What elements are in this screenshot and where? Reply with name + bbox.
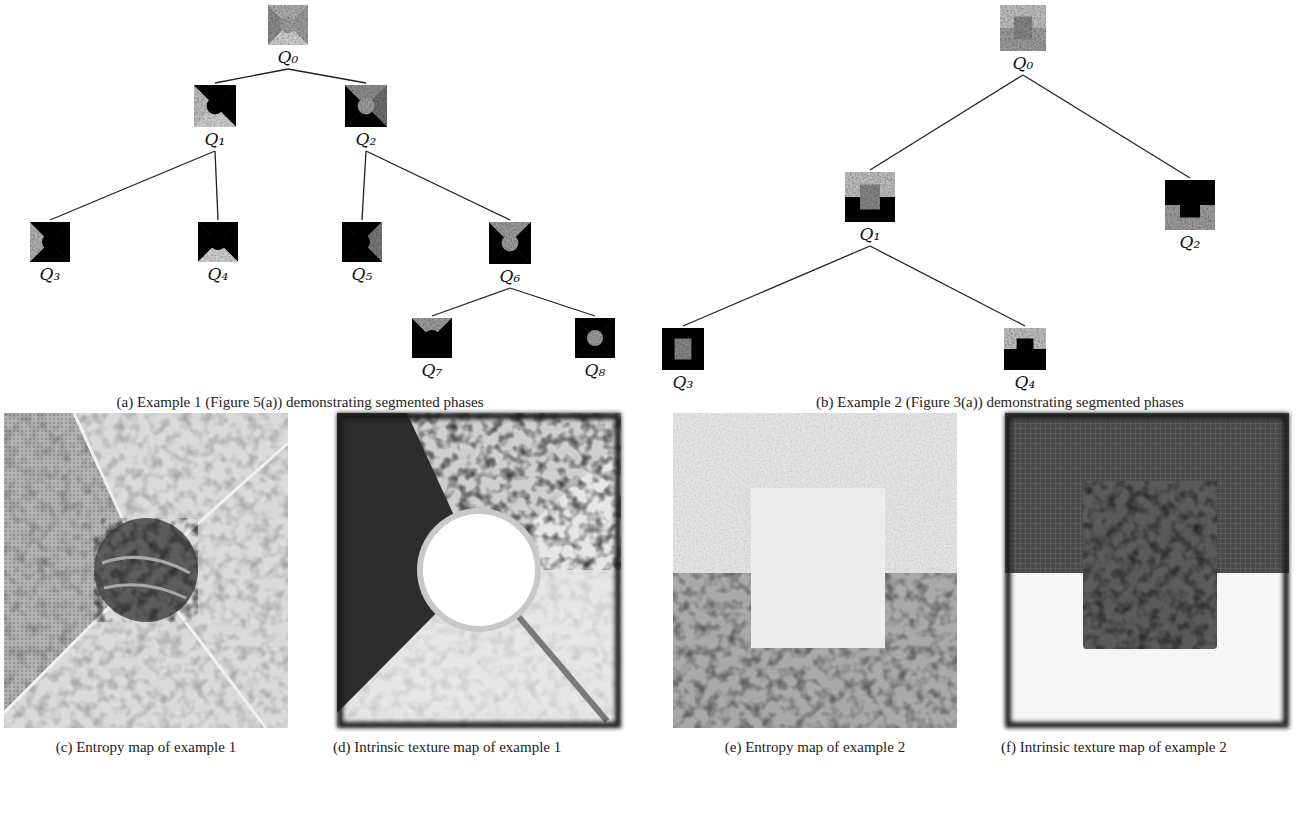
- segment-thumbnail: [30, 222, 70, 262]
- map-frame: [340, 416, 618, 725]
- segment-thumbnail: [194, 85, 236, 127]
- thumb-texture: [194, 85, 236, 127]
- segment-thumbnail: [412, 318, 452, 358]
- tree-branch: [510, 288, 595, 316]
- tree-branch: [215, 69, 288, 83]
- segment-node: Q₀: [1000, 5, 1046, 73]
- segment-node: Q₁: [845, 172, 895, 244]
- subfigure-caption: (a) Example 1 (Figure 5(a)) demonstratin…: [117, 393, 484, 412]
- subfigure-caption: (d) Intrinsic texture map of example 1: [333, 738, 625, 757]
- phase-label: Q₂: [345, 129, 387, 149]
- thumb-texture: [662, 328, 704, 370]
- thumb-texture: [845, 172, 895, 222]
- phase-label: Q₀: [1000, 53, 1046, 73]
- thumb-texture: [1000, 5, 1046, 51]
- segment-node: Q₅: [342, 222, 382, 284]
- phase-label: Q₀: [268, 47, 308, 67]
- map-frame: [1008, 416, 1286, 725]
- subfigure-caption: (b) Example 2 (Figure 3(a)) demonstratin…: [816, 393, 1184, 412]
- map-circle: [94, 518, 198, 622]
- segment-node: Q₇: [412, 318, 452, 380]
- map-circle: [423, 514, 535, 626]
- map-noise: [94, 518, 198, 622]
- map-noise: [673, 413, 957, 728]
- segment-thumbnail: [342, 222, 382, 262]
- thumb-texture: [198, 222, 238, 262]
- phase-label: Q₁: [845, 224, 895, 244]
- thumb-texture: [1004, 328, 1046, 370]
- phase-label: Q₂: [1165, 232, 1215, 252]
- segment-node: Q₆: [489, 222, 531, 286]
- thumb-texture: [489, 222, 531, 264]
- map-ground: [4, 413, 288, 728]
- entropy-map-1: [4, 413, 288, 728]
- thumb-texture: [30, 222, 70, 262]
- segment-thumbnail: [489, 222, 531, 264]
- phase-label: Q₅: [342, 264, 382, 284]
- phase-label: Q₃: [30, 264, 70, 284]
- tree-branch: [683, 246, 870, 326]
- segment-thumbnail: [268, 5, 308, 45]
- segment-node: Q₃: [30, 222, 70, 284]
- segment-node: Q₄: [198, 222, 238, 284]
- segment-thumbnail: [1000, 5, 1046, 51]
- tree-branch: [870, 75, 1023, 170]
- entropy-map-2: [673, 413, 957, 728]
- tree-branch: [366, 151, 510, 220]
- segment-node: Q₁: [194, 85, 236, 149]
- tree-branch: [288, 69, 366, 83]
- subfigure-caption: (c) Entropy map of example 1: [56, 738, 236, 757]
- subfigure-caption: (e) Entropy map of example 2: [725, 738, 905, 757]
- map-noise: [337, 413, 621, 728]
- map-ground: [337, 413, 621, 728]
- segment-thumbnail: [845, 172, 895, 222]
- segment-node: Q₀: [268, 5, 308, 67]
- segment-node: Q₃: [662, 328, 704, 392]
- phase-label: Q₁: [194, 129, 236, 149]
- tree-branch: [432, 288, 510, 316]
- segment-thumbnail: [198, 222, 238, 262]
- phase-label: Q₄: [1004, 372, 1046, 392]
- segment-thumbnail: [662, 328, 704, 370]
- map-ground: [673, 413, 957, 728]
- texture-map-1: [337, 413, 621, 728]
- segment-node: Q₄: [1004, 328, 1046, 392]
- phase-label: Q₈: [575, 360, 615, 380]
- map-edge: [4, 413, 288, 728]
- phase-label: Q₄: [198, 264, 238, 284]
- map-ground: [1005, 413, 1289, 728]
- tree-branch: [1023, 75, 1190, 178]
- segment-thumbnail: [1165, 180, 1215, 230]
- segment-thumbnail: [345, 85, 387, 127]
- segment-node: Q₈: [575, 318, 615, 380]
- segment-thumbnail: [1004, 328, 1046, 370]
- map-streak: [102, 557, 190, 598]
- thumb-texture: [1165, 180, 1215, 230]
- tree-branch: [362, 151, 366, 220]
- thumb-texture: [575, 318, 615, 358]
- phase-label: Q₆: [489, 266, 531, 286]
- phase-label: Q₇: [412, 360, 452, 380]
- map-ring: [417, 508, 541, 632]
- map-square: [1083, 481, 1217, 649]
- segment-node: Q₂: [1165, 180, 1215, 252]
- segment-node: Q₂: [345, 85, 387, 149]
- thumb-texture: [412, 318, 452, 358]
- thumb-texture: [342, 222, 382, 262]
- tree-branch: [870, 246, 1025, 326]
- tree-branch: [50, 151, 215, 220]
- subfigure-caption: (f) Intrinsic texture map of example 2: [1001, 738, 1293, 757]
- map-square: [751, 488, 885, 648]
- tree-branch: [215, 151, 218, 220]
- phase-label: Q₃: [662, 372, 704, 392]
- segment-thumbnail: [575, 318, 615, 358]
- texture-map-2: [1005, 413, 1289, 728]
- map-noise: [1083, 481, 1217, 649]
- thumb-texture: [345, 85, 387, 127]
- thumb-texture: [268, 5, 308, 45]
- map-noise: [4, 413, 288, 728]
